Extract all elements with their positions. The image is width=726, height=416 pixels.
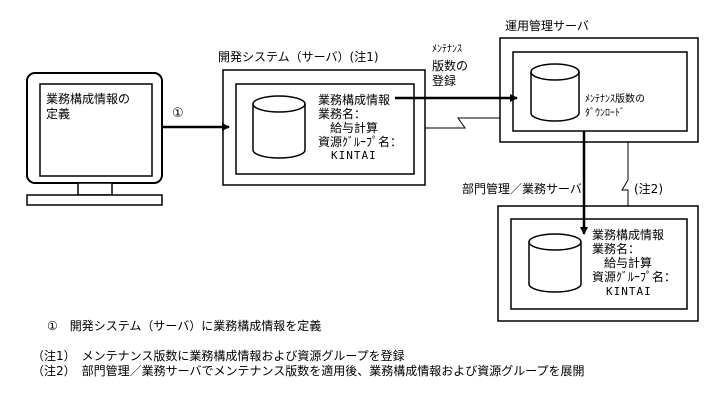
dept-server-note: (注2) — [634, 182, 663, 196]
dev-info-line-1: 業務構成情報 — [318, 93, 391, 107]
network-link-line — [425, 117, 500, 129]
dev-database-icon — [252, 95, 306, 159]
pc-monitor-icon — [26, 72, 163, 206]
dev-server-title: 開発システム（サーバ）(注1) — [218, 50, 379, 64]
dept-server-box — [497, 205, 699, 322]
registration-label-line-3: 登録 — [432, 74, 457, 88]
dev-info-line-3: 給与計算 — [330, 121, 379, 135]
pc-screen-text-line-2: 定義 — [46, 107, 71, 121]
dept-info-line-2: 業務名： — [592, 242, 641, 256]
ops-database-icon — [530, 63, 580, 122]
dev-info-line-5: KINTAI — [331, 149, 377, 162]
pc-screen-text-line-1: 業務構成情報の — [46, 92, 131, 106]
dept-info-line-3: 給与計算 — [604, 256, 653, 270]
dept-info-line-1: 業務構成情報 — [592, 228, 665, 242]
ops-server-title: 運用管理サーバ — [505, 19, 589, 33]
ops-download-line-1: ﾒﾝﾃﾅﾝｽ版数の — [585, 94, 645, 105]
ops-download-line-2: ﾀﾞｳﾝﾛｰﾄﾞ — [585, 108, 625, 119]
note-1: （注1） メンテナンス版数に業務構成情報および資源グループを登録 — [32, 349, 405, 363]
dept-info-line-4: 資源ｸﾞﾙｰﾌﾟ名： — [592, 270, 677, 284]
registration-label-line-1: ﾒﾝﾃﾅﾝｽ — [432, 44, 462, 55]
dept-database-icon — [528, 233, 582, 293]
dev-info-line-4: 資源ｸﾞﾙｰﾌﾟ名： — [318, 135, 403, 149]
dev-info-line-2: 業務名： — [318, 107, 367, 121]
network-link-line-2 — [621, 142, 629, 206]
note-step-1: ① 開発システム（サーバ）に業務構成情報を定義 — [47, 319, 322, 333]
dept-server-title: 部門管理／業務サーバ — [462, 182, 582, 196]
dept-info-line-5: KINTAI — [606, 285, 652, 298]
ops-server-box — [499, 37, 699, 143]
registration-label-line-2: 版数の — [432, 59, 469, 73]
note-2: （注2） 部門管理／業務サーバでメンテナンス版数を適用後、業務構成情報および資源… — [32, 364, 585, 378]
step-1-marker: ① — [172, 106, 184, 121]
